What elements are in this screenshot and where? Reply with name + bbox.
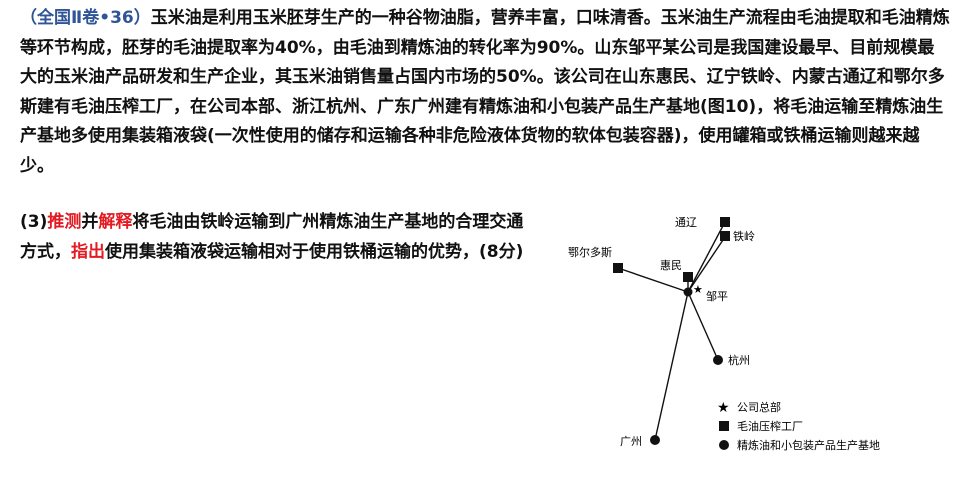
question-part2: 使用集装箱液袋运输相对于使用铁桶运输的优势，(8分) — [105, 241, 524, 262]
figure-10-map: 通辽 铁岭 鄂尔多斯 惠民 ★ 邹平 杭州 广州 ★ 公司总部 毛油压榨工厂 精… — [568, 216, 880, 452]
legend-square-label: 毛油压榨工厂 — [737, 419, 803, 433]
source-tag: （全国Ⅱ卷•36） — [20, 8, 151, 28]
tieling-factory-square-icon — [720, 231, 730, 241]
hangzhou-label: 杭州 — [728, 353, 750, 367]
legend-star-icon: ★ — [717, 400, 730, 416]
map-legend: ★ 公司总部 毛油压榨工厂 精炼油和小包装产品生产基地 — [717, 400, 880, 452]
zouping-label: 邹平 — [706, 290, 728, 303]
guangzhou-base-circle-icon — [650, 435, 660, 445]
zouping-base-circle-icon — [683, 287, 693, 297]
zouping-headquarters-star-icon: ★ — [693, 283, 703, 296]
hangzhou-base-circle-icon — [713, 355, 723, 365]
tieling-label: 铁岭 — [733, 229, 755, 243]
route-lines — [617, 221, 726, 441]
keyword-infer: 推测 — [47, 212, 82, 232]
legend-square-icon — [719, 421, 729, 431]
guangzhou-label: 广州 — [620, 435, 642, 448]
keyword-point-out: 指出 — [71, 241, 105, 262]
ordos-factory-square-icon — [613, 263, 623, 273]
tongliao-label: 通辽 — [675, 216, 697, 229]
passage-body: 玉米油是利用玉米胚芽生产的一种谷物油脂，营养丰富，口味清香。玉米油生产流程由毛油… — [20, 8, 950, 176]
ordos-label: 鄂尔多斯 — [568, 245, 612, 259]
passage-paragraph: （全国Ⅱ卷•36）玉米油是利用玉米胚芽生产的一种谷物油脂，营养丰富，口味清香。玉… — [20, 4, 950, 181]
question-3: (3)推测并解释将毛油由铁岭运输到广州精炼油生产基地的合理交通方式，指出使用集装… — [20, 208, 530, 267]
huimin-factory-square-icon — [683, 272, 693, 282]
legend-star-label: 公司总部 — [737, 400, 781, 414]
question-part1: 将毛油由铁岭运输到广州精炼油生产基地的合理交通方式， — [20, 212, 524, 262]
legend-circle-label: 精炼油和小包装产品生产基地 — [737, 438, 880, 452]
question-conj: 并 — [81, 212, 99, 232]
huimin-label: 惠民 — [660, 258, 682, 272]
tongliao-factory-square-icon — [720, 217, 730, 227]
legend-circle-icon — [719, 440, 729, 450]
question-number: (3) — [20, 212, 48, 232]
keyword-explain: 解释 — [98, 212, 133, 232]
